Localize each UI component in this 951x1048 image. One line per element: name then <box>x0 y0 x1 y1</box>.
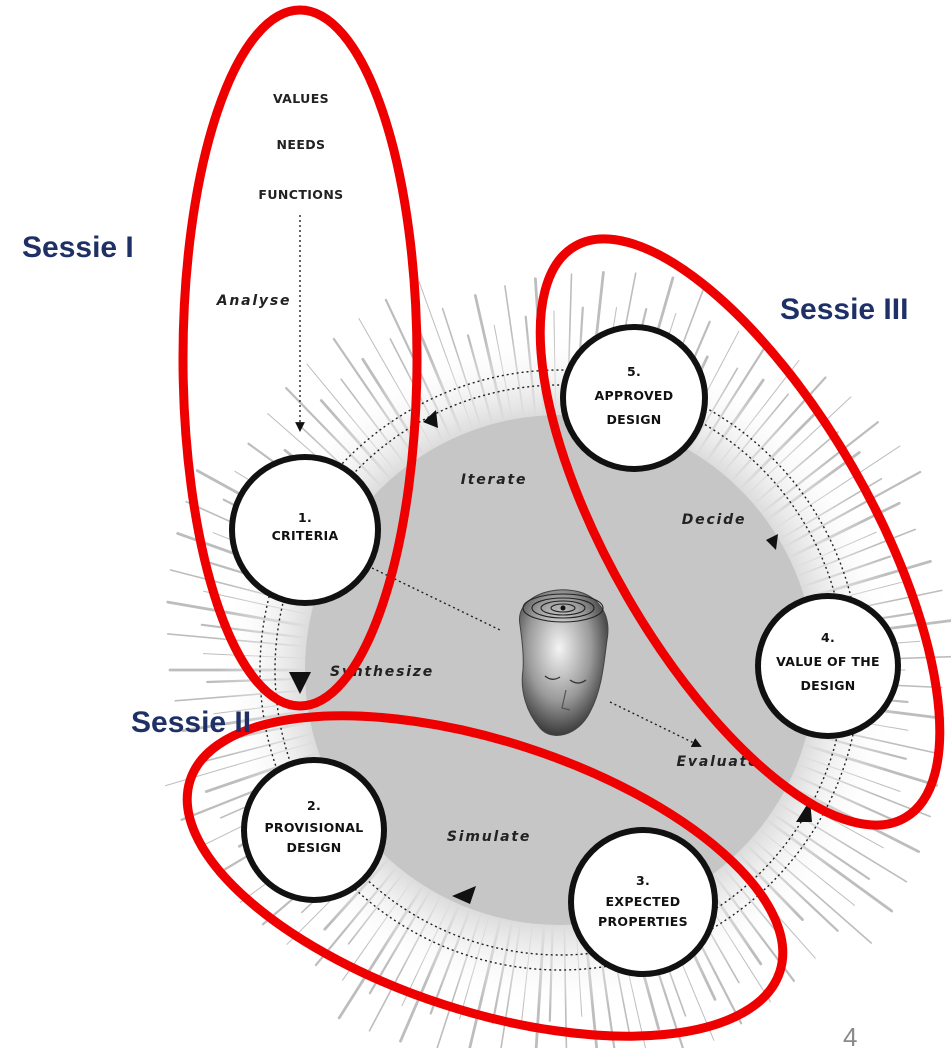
label-evaluate: Evaluate <box>677 754 760 770</box>
input-functions: FUNCTIONS <box>258 187 343 202</box>
node-criteria-title: CRITERIA <box>272 528 339 543</box>
node-approved-title-1: APPROVED <box>595 388 674 403</box>
highlight-session-two <box>182 711 788 1041</box>
node-expected-title-1: EXPECTED <box>606 894 681 909</box>
decide-arrowhead <box>766 534 778 550</box>
session-highlights <box>178 5 945 1041</box>
node-approved-number: 5. <box>627 364 641 379</box>
node-value-number: 4. <box>821 630 835 645</box>
node-approved-title-2: DESIGN <box>606 412 661 427</box>
iterate-arrowhead <box>423 410 438 428</box>
head-to-evaluate-arrow <box>609 701 702 747</box>
node-expected-title-2: PROPERTIES <box>598 914 688 929</box>
node-value-title-2: DESIGN <box>800 678 855 693</box>
session-two-label: Sessie II <box>131 706 251 739</box>
node-criteria: 1. CRITERIA <box>229 454 381 606</box>
node-value-title-1: VALUE OF THE <box>776 654 880 669</box>
maze-head-image <box>519 589 609 736</box>
highlight-session-one <box>178 5 422 711</box>
node-provisional-number: 2. <box>307 798 321 813</box>
synthesize-arrowhead <box>289 672 311 694</box>
cycle-arrowheads <box>289 410 812 904</box>
node-expected-number: 3. <box>636 873 650 888</box>
node-provisional-title-2: DESIGN <box>286 840 341 855</box>
node-value-of-design: 4. VALUE OF THE DESIGN <box>755 593 901 739</box>
session-one-label: Sessie I <box>22 231 134 264</box>
node-approved-design: 5. APPROVED DESIGN <box>560 324 708 472</box>
design-inputs: VALUES NEEDS FUNCTIONS <box>258 91 343 202</box>
label-decide: Decide <box>682 512 747 528</box>
session-three-label: Sessie III <box>780 293 908 326</box>
node-provisional-design: 2. PROVISIONAL DESIGN <box>241 757 387 903</box>
criteria-to-head-arrow <box>371 567 501 631</box>
simulate-arrowhead <box>452 886 476 904</box>
highlight-session-three <box>535 234 945 830</box>
label-iterate: Iterate <box>461 472 528 488</box>
page-number: 4 <box>843 1022 857 1048</box>
node-criteria-number: 1. <box>298 510 312 525</box>
node-provisional-title-1: PROVISIONAL <box>264 820 363 835</box>
input-needs: NEEDS <box>277 137 326 152</box>
input-values: VALUES <box>273 91 329 106</box>
label-simulate: Simulate <box>447 829 531 845</box>
label-analyse: Analyse <box>216 293 292 309</box>
node-expected-properties: 3. EXPECTED PROPERTIES <box>568 827 718 977</box>
